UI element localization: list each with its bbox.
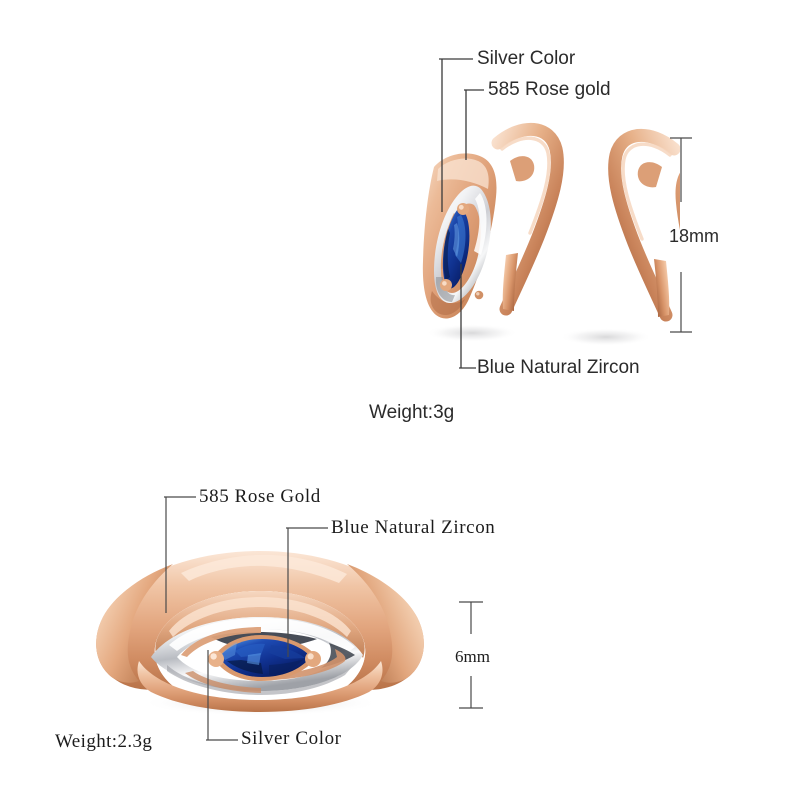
earring-right <box>608 129 680 322</box>
label-earring-blue-zircon: Blue Natural Zircon <box>477 357 640 378</box>
earrings-illustration <box>422 123 680 346</box>
earring-left-stone <box>442 207 470 289</box>
label-earring-silver-color: Silver Color <box>477 48 576 69</box>
label-ring-silver-color: Silver Color <box>241 728 342 749</box>
label-ring-weight: Weight:2.3g <box>55 731 153 752</box>
label-ring-dimension-6mm: 6mm <box>455 647 490 666</box>
earring-left <box>422 123 564 319</box>
label-earring-dimension-18mm: 18mm <box>669 226 720 246</box>
label-ring-blue-zircon: Blue Natural Zircon <box>331 517 496 538</box>
label-earring-weight: Weight:3g <box>369 402 455 423</box>
ring-illustration <box>96 551 424 716</box>
label-earring-rose-gold: 585 Rose gold <box>488 79 611 100</box>
label-ring-rose-gold: 585 Rose Gold <box>199 486 321 507</box>
